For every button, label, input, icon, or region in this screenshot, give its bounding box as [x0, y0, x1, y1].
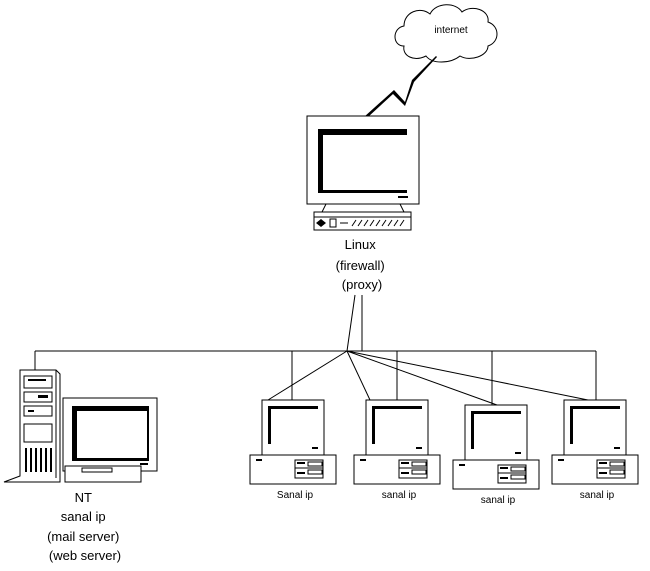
- server-label: NT sanal ip (mail server) (web server): [47, 490, 123, 563]
- internet-cloud: internet: [394, 4, 498, 63]
- client-workstation: sanal ip: [353, 399, 441, 501]
- cloud-icon: [394, 4, 498, 63]
- client-label: sanal ip: [481, 495, 516, 506]
- network-links: [34, 294, 597, 406]
- monitor-icon: [306, 115, 420, 213]
- internet-label: internet: [434, 25, 468, 36]
- nt-server: NT sanal ip (mail server) (web server): [3, 369, 158, 563]
- keyboard-icon: [313, 211, 412, 231]
- gateway-label: Linux (firewall) (proxy): [336, 237, 389, 292]
- server-monitor-icon: [62, 397, 158, 483]
- linux-gateway: Linux (firewall) (proxy): [306, 115, 420, 292]
- client-workstation: sanal ip: [452, 404, 540, 506]
- client-workstation: sanal ip: [551, 399, 639, 501]
- client-workstation: Sanal ip: [249, 399, 337, 501]
- server-tower-icon: [3, 369, 61, 483]
- client-label: sanal ip: [580, 490, 615, 501]
- client-label: sanal ip: [382, 490, 417, 501]
- client-label: Sanal ip: [277, 490, 314, 501]
- lightning-bolt-icon: [364, 56, 437, 117]
